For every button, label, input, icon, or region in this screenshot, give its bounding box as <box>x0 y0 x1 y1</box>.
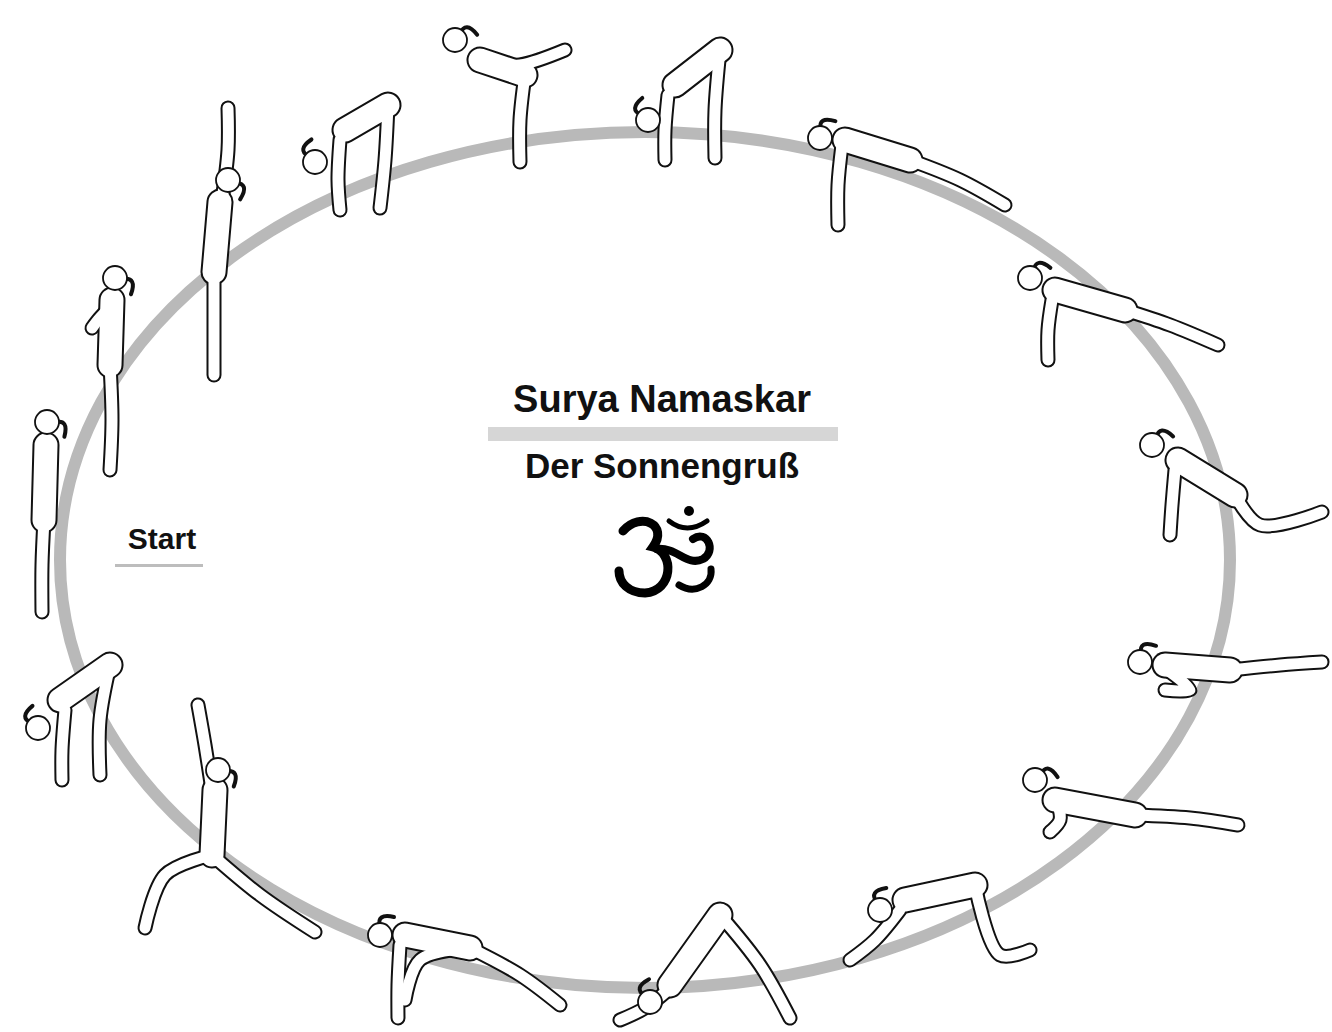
pose-figure <box>1140 431 1322 535</box>
pose-figure <box>92 266 133 470</box>
diagram-title: Surya Namaskar <box>513 379 811 421</box>
subtitle: Der Sonnengruß <box>525 447 799 486</box>
pose-figure <box>1018 263 1218 360</box>
start-label: Start <box>128 522 196 555</box>
pose-figure <box>368 916 560 1018</box>
pose-figure <box>25 665 110 780</box>
pose-figure <box>620 915 790 1020</box>
title-divider <box>488 427 838 441</box>
pose-figure <box>443 27 565 162</box>
pose-figure <box>35 410 66 612</box>
pose-figure <box>214 108 244 375</box>
pose-figure <box>145 705 315 932</box>
pose-figure <box>850 885 1030 960</box>
om-symbol <box>619 506 711 593</box>
cycle-ring <box>60 132 1230 988</box>
pose-figure <box>635 50 720 160</box>
pose-figure <box>1023 768 1238 832</box>
pose-figure <box>303 105 388 210</box>
pose-figures <box>25 27 1322 1020</box>
start-underline <box>115 564 203 567</box>
pose-figure <box>1128 644 1322 691</box>
pose-figure <box>808 120 1005 225</box>
